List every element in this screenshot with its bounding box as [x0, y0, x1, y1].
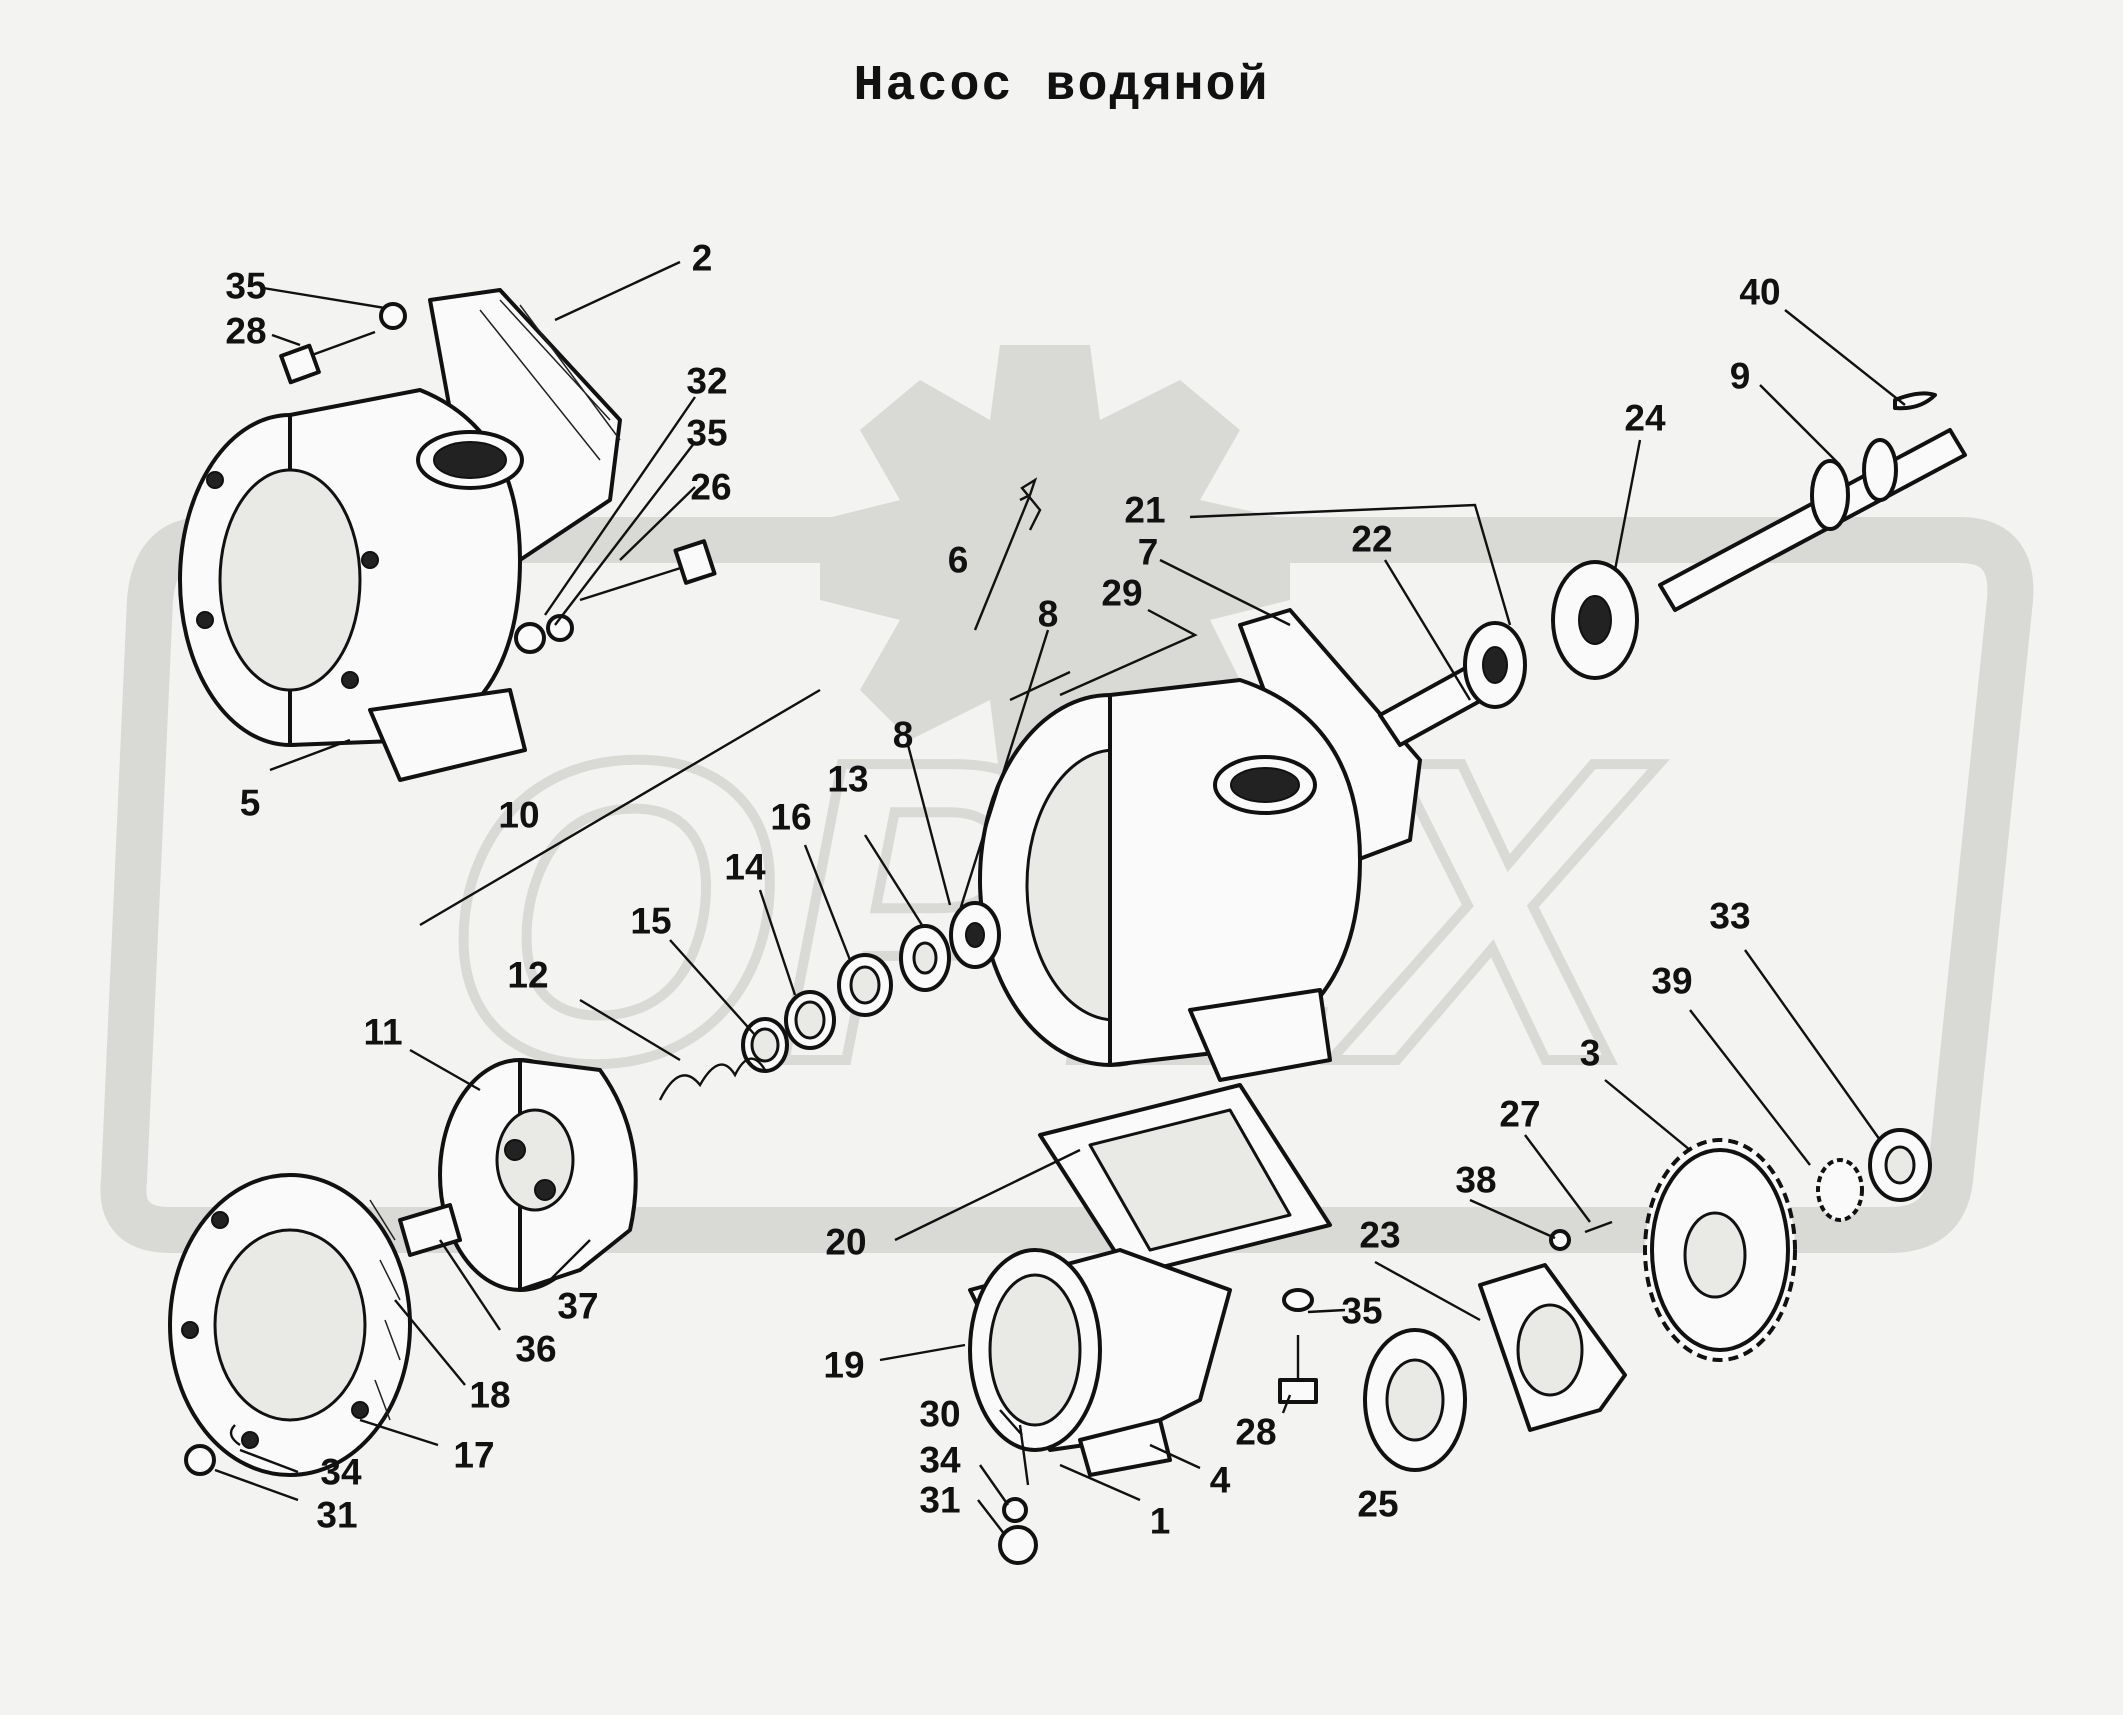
- washer-34-bottom: [1002, 1497, 1028, 1523]
- part-label-11: 11: [363, 1011, 403, 1053]
- part-label-26: 26: [690, 466, 732, 508]
- pump-housing-center: [978, 608, 1422, 1082]
- part-label-28-bottom: 28: [1235, 1411, 1277, 1453]
- part-label-30: 30: [919, 1393, 961, 1435]
- part-label-34-left: 34: [320, 1451, 362, 1493]
- leader-lines: [214, 260, 1906, 1536]
- part-label-31-left: 31: [316, 1494, 358, 1536]
- part-label-28-top: 28: [225, 310, 267, 352]
- part-label-33: 33: [1709, 895, 1751, 937]
- part-label-38: 38: [1455, 1159, 1497, 1201]
- part-label-6: 6: [947, 539, 969, 581]
- shaft-22: [1378, 621, 1527, 747]
- nut-33: [1868, 1128, 1932, 1202]
- part-label-37: 37: [557, 1285, 599, 1327]
- plug-36: [398, 1203, 462, 1257]
- bolt-28-left: [279, 330, 376, 385]
- page-title: Насос водяной: [853, 58, 1270, 115]
- part-label-3: 3: [1579, 1032, 1601, 1074]
- part-label-40: 40: [1739, 271, 1781, 313]
- part-label-32: 32: [686, 360, 728, 402]
- part-label-24: 24: [1624, 397, 1666, 439]
- impeller-11: [438, 1058, 638, 1292]
- seal-set: [658, 901, 1001, 1101]
- part-label-39: 39: [1651, 960, 1693, 1002]
- part-label-31-bottom: 31: [919, 1479, 961, 1521]
- part-label-13: 13: [827, 758, 869, 800]
- part-label-36: 36: [515, 1328, 557, 1370]
- part-label-22: 22: [1351, 518, 1393, 560]
- part-label-5: 5: [239, 782, 261, 824]
- part-label-16: 16: [770, 796, 812, 838]
- part-label-17: 17: [453, 1434, 495, 1476]
- pump-housing-left: [178, 288, 622, 782]
- nut-31-bottom: [998, 1525, 1038, 1565]
- part-label-19: 19: [823, 1344, 865, 1386]
- part-label-7: 7: [1137, 531, 1159, 573]
- gear-3: [1643, 1138, 1797, 1362]
- bolt-28-bottom-head: [1278, 1378, 1318, 1404]
- washer-39: [1816, 1158, 1864, 1222]
- part-label-35-top: 35: [225, 265, 267, 307]
- part-label-21: 21: [1124, 489, 1166, 531]
- part-label-29: 29: [1101, 572, 1143, 614]
- part-label-15: 15: [630, 900, 672, 942]
- part-label-27: 27: [1499, 1093, 1541, 1135]
- part-label-35-mid: 35: [686, 412, 728, 454]
- part-label-10: 10: [498, 794, 540, 836]
- part-label-25: 25: [1357, 1483, 1399, 1525]
- bearing-24: [1551, 560, 1639, 680]
- part-label-2: 2: [691, 237, 713, 279]
- part-label-20: 20: [825, 1221, 867, 1263]
- washer-34-left: [229, 1424, 241, 1446]
- gasket-20: [1038, 1083, 1332, 1277]
- part-label-1: 1: [1149, 1500, 1171, 1542]
- part-label-23: 23: [1359, 1214, 1401, 1256]
- part-label-4: 4: [1209, 1459, 1231, 1501]
- nut-31-left: [184, 1444, 216, 1476]
- washer-38: [1549, 1229, 1571, 1251]
- bolt-26: [514, 539, 717, 654]
- part-label-14: 14: [724, 846, 766, 888]
- washer-35-bottom: [1282, 1288, 1314, 1312]
- part-label-12: 12: [507, 954, 549, 996]
- plate-23: [1478, 1263, 1627, 1432]
- part-label-9: 9: [1729, 355, 1751, 397]
- part-label-8-lower: 8: [892, 714, 914, 756]
- cover-18: [168, 1173, 412, 1477]
- shaft-9: [1658, 428, 1967, 612]
- part-label-8-upper: 8: [1037, 593, 1059, 635]
- elbow-19: [968, 1248, 1232, 1477]
- pin-29: [1009, 670, 1071, 702]
- part-label-18: 18: [469, 1374, 511, 1416]
- part-label-34-bottom: 34: [919, 1439, 961, 1481]
- part-label-35-bottom: 35: [1341, 1290, 1383, 1332]
- bearing-25: [1363, 1328, 1467, 1472]
- screw-27: [1584, 1220, 1613, 1234]
- washer-35-top: [379, 302, 407, 330]
